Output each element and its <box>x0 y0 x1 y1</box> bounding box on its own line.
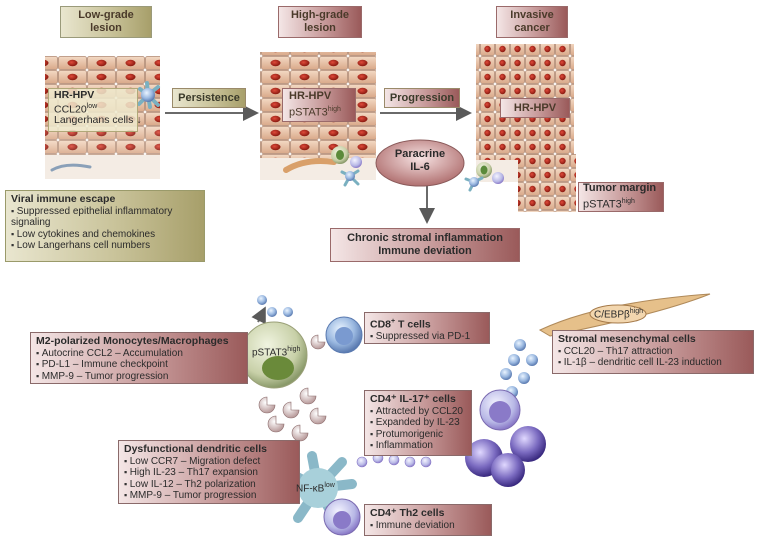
chronic-inflammation-box: Chronic stromal inflammation Immune devi… <box>330 228 520 262</box>
macrophage-pstat-label: pSTAT3high <box>252 346 301 359</box>
list-item: Low Langerhans cell numbers <box>11 240 199 252</box>
cd4-il17-cells <box>465 389 546 487</box>
cd8-cell <box>325 316 363 354</box>
stage-label-invasive: Invasive cancer <box>496 6 568 38</box>
paracrine-label: Paracrine IL-6 <box>394 148 446 173</box>
list-item: Expanded by IL-23 <box>370 417 466 429</box>
lowgrade-langerhans: Langerhans cells ↓ <box>54 114 142 126</box>
highgrade-pstat: pSTAT3high <box>289 106 341 119</box>
highgrade-immune-cells <box>331 146 362 187</box>
paracrine-oval <box>375 139 465 187</box>
cd4-th2-cell <box>323 498 361 536</box>
cd4-il17-box: CD4⁺ IL-17⁺ cells Attracted by CCL20 Exp… <box>364 390 472 456</box>
cd4-th2-box: CD4⁺ Th2 cells Immune deviation <box>364 504 492 536</box>
list-item: Attracted by CCL20 <box>370 406 466 418</box>
invasive-tissue <box>476 44 576 212</box>
cd8-box: CD8+ T cells Suppressed via PD-1 <box>364 312 490 344</box>
list-item: Suppressed via PD-1 <box>370 331 484 343</box>
dendritic-box: Dysfunctional dendritic cells Low CCR7 –… <box>118 440 300 504</box>
list-item: Suppressed epithelial inflammatory signa… <box>11 206 199 229</box>
list-item: MMP-9 – Tumor progression <box>36 371 242 383</box>
list-item: High IL-23 – Th17 expansion <box>124 467 294 479</box>
macrophage-cell <box>240 321 308 389</box>
m2-title: M2-polarized Monocytes/Macrophages <box>36 335 229 347</box>
progression-label: Progression <box>384 88 460 108</box>
list-item: Protumorigenic <box>370 429 466 441</box>
list-item: Inflammation <box>370 440 466 452</box>
chemokine-dots-right <box>500 339 538 398</box>
highgrade-hpv: HR-HPV <box>289 90 332 103</box>
stromal-title: Stromal mesenchymal cells <box>558 333 696 345</box>
list-item: Low IL-12 – Th2 polarization <box>124 479 294 491</box>
chemokine-dots <box>257 295 293 317</box>
tumor-margin-label: Tumor margin pSTAT3high <box>578 182 664 212</box>
list-item: Immune deviation <box>370 520 486 532</box>
cd4-th2-title: CD4⁺ Th2 cells <box>370 507 445 519</box>
viral-escape-box: Viral immune escape Suppressed epithelia… <box>5 190 205 262</box>
list-item: IL-1β – dendritic cell IL-23 induction <box>558 357 748 369</box>
lowgrade-ccl20: CCL20low <box>54 103 98 116</box>
lowgrade-hpv: HR-HPV <box>54 89 95 101</box>
viral-escape-title: Viral immune escape <box>11 193 116 205</box>
stromal-spindle-cell <box>538 293 711 337</box>
list-item: Low cytokines and chemokines <box>11 229 199 241</box>
nfkb-label: NF-κBlow <box>296 482 335 495</box>
receptor-icons <box>258 334 327 442</box>
highgrade-overlay: HR-HPV pSTAT3high <box>282 88 356 122</box>
invasive-immune-cells <box>464 162 504 192</box>
persistence-label: Persistence <box>172 88 246 108</box>
langerhans-cell-icon <box>137 81 160 109</box>
m2-macrophage-box: M2-polarized Monocytes/Macrophages Autoc… <box>30 332 248 384</box>
stage-label-highgrade: High-grade lesion <box>278 6 362 38</box>
list-item: CCL20 – Th17 attraction <box>558 346 748 358</box>
chemokine-dots-middle <box>356 452 432 468</box>
down-arrow-icon: ↓ <box>136 114 142 126</box>
list-item: PD-L1 – Immune checkpoint <box>36 359 242 371</box>
stromal-box: Stromal mesenchymal cells CCL20 – Th17 a… <box>552 330 754 374</box>
stage-label-lowgrade: Low-grade lesion <box>60 6 152 38</box>
list-item: Autocrine CCL2 – Accumulation <box>36 348 242 360</box>
cd8-title: CD8+ T cells <box>370 318 431 331</box>
cd4-il17-title: CD4⁺ IL-17⁺ cells <box>370 393 456 405</box>
list-item: MMP-9 – Tumor progression <box>124 490 294 502</box>
cebp-label: C/EBPβhigh <box>594 308 643 321</box>
dendritic-title: Dysfunctional dendritic cells <box>124 443 267 455</box>
list-item: Low CCR7 – Migration defect <box>124 456 294 468</box>
lowgrade-overlay <box>48 88 138 132</box>
invasive-overlay: HR-HPV <box>500 98 570 118</box>
